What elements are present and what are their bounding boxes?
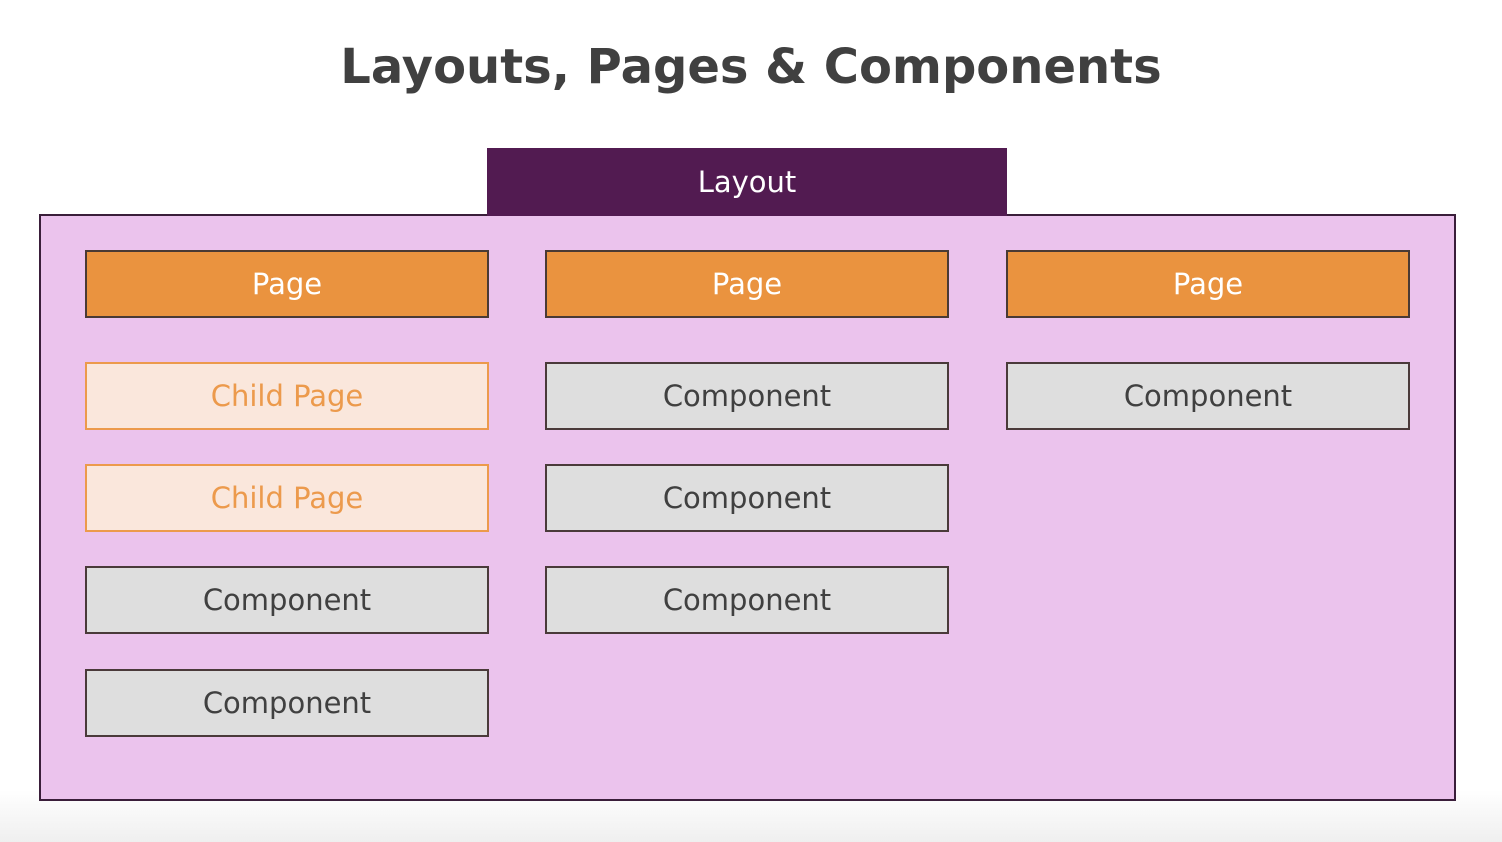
- child-page-box: Child Page: [85, 362, 489, 430]
- component-label: Component: [202, 686, 372, 720]
- page-box-3: Page: [1006, 250, 1410, 318]
- page-box-2: Page: [545, 250, 949, 318]
- child-page-label: Child Page: [210, 481, 364, 515]
- diagram-title: Layouts, Pages & Components: [340, 39, 1162, 95]
- component-box: Component: [545, 464, 949, 532]
- layout-label: Layout: [697, 165, 797, 199]
- component-box: Component: [85, 566, 489, 634]
- component-box: Component: [85, 669, 489, 737]
- component-box: Component: [1006, 362, 1410, 430]
- page-label: Page: [251, 267, 323, 301]
- child-page-box: Child Page: [85, 464, 489, 532]
- page-box-1: Page: [85, 250, 489, 318]
- layout-label-box: Layout: [487, 148, 1007, 216]
- page-label: Page: [1172, 267, 1244, 301]
- component-box: Component: [545, 566, 949, 634]
- component-label: Component: [662, 583, 832, 617]
- component-label: Component: [662, 379, 832, 413]
- component-label: Component: [1123, 379, 1293, 413]
- component-label: Component: [662, 481, 832, 515]
- component-box: Component: [545, 362, 949, 430]
- component-label: Component: [202, 583, 372, 617]
- page-label: Page: [711, 267, 783, 301]
- child-page-label: Child Page: [210, 379, 364, 413]
